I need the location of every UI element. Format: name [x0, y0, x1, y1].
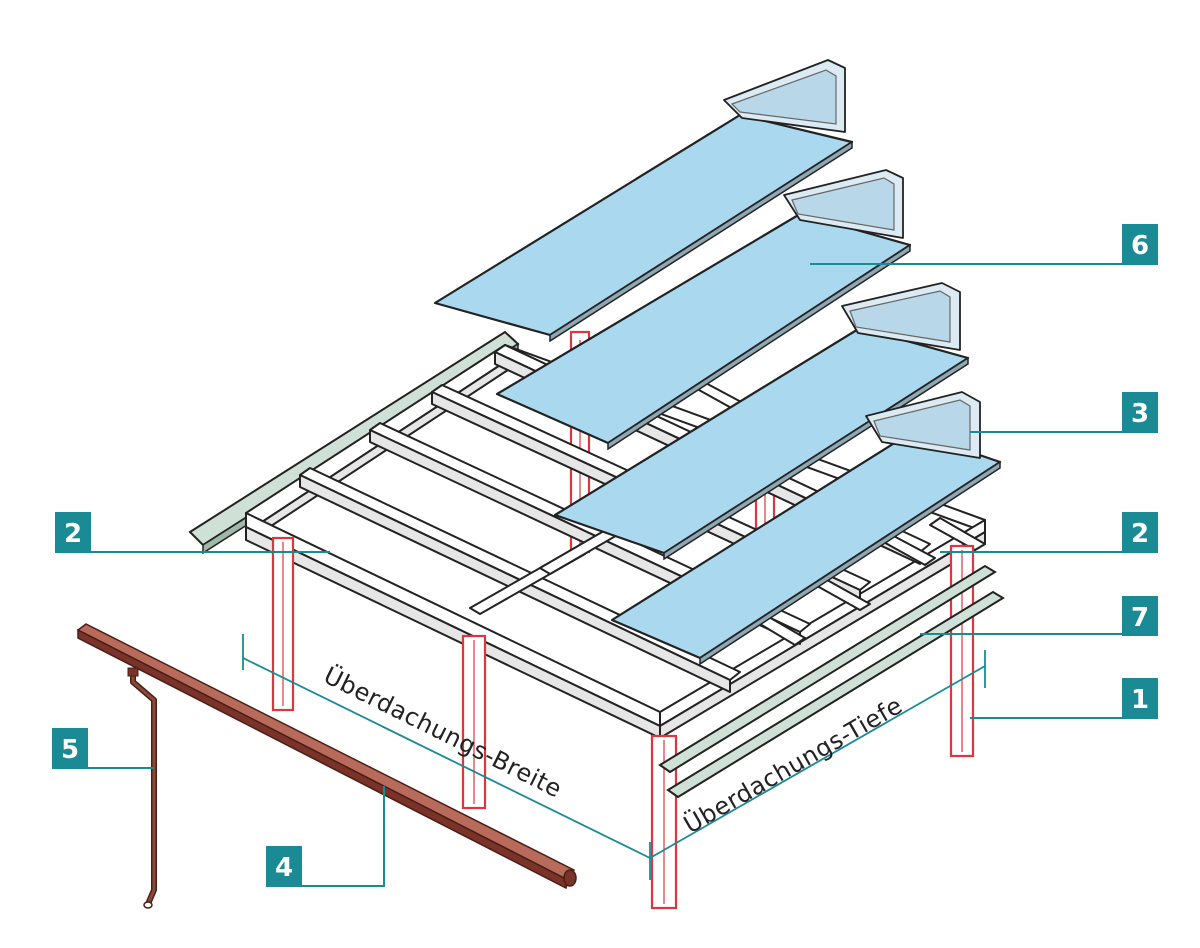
width-dimension-label: Überdachungs-Breite	[319, 660, 567, 803]
rain-gutter	[76, 623, 577, 890]
badge-3-text: 3	[1131, 399, 1149, 429]
badge-2-left-text: 2	[64, 519, 82, 549]
badge-2-left: 2	[55, 512, 91, 552]
roof-panel-4	[610, 391, 1002, 666]
badge-7-text: 7	[1131, 603, 1149, 633]
roof-panel-3	[553, 282, 970, 561]
badge-4: 4	[266, 846, 302, 886]
badge-1: 1	[1122, 678, 1158, 718]
downpipe	[127, 667, 157, 909]
front-posts	[271, 536, 975, 910]
badge-6: 6	[1122, 224, 1158, 264]
roof-panel-2	[495, 169, 912, 451]
badge-5-text: 5	[61, 735, 79, 765]
roof-panel-1	[433, 59, 854, 343]
badge-3: 3	[1122, 392, 1158, 432]
badge-5: 5	[52, 728, 88, 768]
roof-panels	[433, 59, 1002, 666]
badge-6-text: 6	[1131, 231, 1149, 261]
badge-2-right-text: 2	[1131, 519, 1149, 549]
badge-7: 7	[1122, 596, 1158, 636]
badge-2-right: 2	[1122, 512, 1158, 552]
badge-4-text: 4	[275, 853, 293, 883]
badge-1-text: 1	[1131, 685, 1149, 715]
leader-lines	[52, 263, 1158, 887]
side-profiles	[658, 564, 1005, 799]
